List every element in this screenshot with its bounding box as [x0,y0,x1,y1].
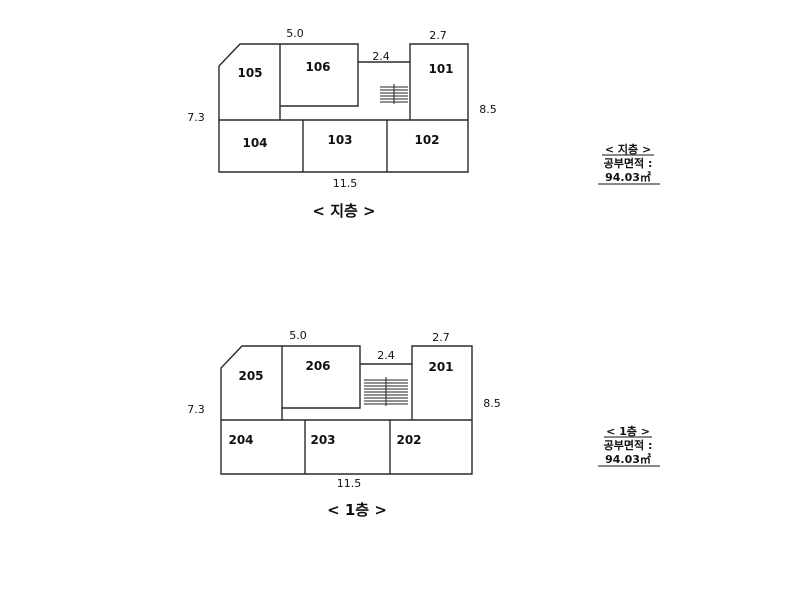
staircase-icon [380,84,408,104]
outer-wall [220,345,473,475]
area-info-value: 94.03㎡ [605,452,651,466]
dimension-label: 11.5 [337,477,362,490]
outer-wall [218,43,469,173]
room-label: 203 [310,433,335,447]
room-label: 202 [396,433,421,447]
dimension-label: 7.3 [187,403,205,416]
room-label: 201 [428,360,453,374]
dimension-label: 11.5 [333,177,358,190]
dimension-label: 2.7 [429,29,447,42]
area-info-value: 94.03㎡ [605,170,651,184]
dimension-label: 2.7 [432,331,450,344]
dimension-label: 8.5 [479,103,497,116]
floor-plan-first: 5.0 2.4 2.7 7.3 8.5 11.5 205 206 201 204… [187,329,501,519]
area-info-basement: < 지층 > 공부면적 : 94.03㎡ [598,142,660,185]
room-label: 105 [237,66,262,80]
area-info-label: 공부면적 : [604,438,653,452]
dimension-label: 7.3 [187,111,205,124]
dimension-label: 5.0 [286,27,304,40]
floor-plan-basement: 5.0 2.4 2.7 7.3 8.5 11.5 105 106 101 104… [187,27,497,220]
wall [281,346,361,409]
room-label: 101 [428,62,453,76]
room-label: 106 [305,60,330,74]
dimension-label: 8.5 [483,397,501,410]
wall [279,44,359,107]
room-label: 102 [414,133,439,147]
room-label: 206 [305,359,330,373]
area-info-first: < 1층 > 공부면적 : 94.03㎡ [598,424,660,467]
area-info-label: 공부면적 : [604,156,653,170]
floor-title: < 1층 > [327,501,387,519]
dimension-label: 5.0 [289,329,307,342]
room-label: 205 [238,369,263,383]
room-label: 103 [327,133,352,147]
room-label: 204 [228,433,253,447]
dimension-label: 2.4 [377,349,395,362]
floor-title: < 지층 > [312,202,375,220]
area-info-floor: < 지층 > [605,142,651,156]
dimension-label: 2.4 [372,50,390,63]
room-label: 104 [242,136,267,150]
staircase-icon [364,377,408,406]
area-info-floor: < 1층 > [606,424,650,438]
